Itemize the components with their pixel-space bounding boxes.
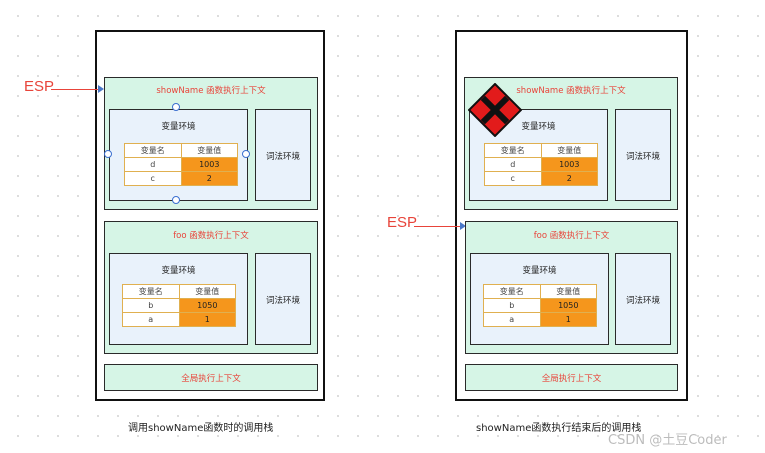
var-value-cell: 2 [540, 171, 598, 186]
right-foo-context: foo 函数执行上下文 变量环境 变量名 变量值 b 1050 a 1 词法环境 [465, 221, 678, 354]
variable-table: 变量名 变量值 b 1050 a 1 [483, 284, 597, 327]
selection-handle-right[interactable] [242, 150, 250, 158]
red-x-diamond-icon [468, 83, 522, 137]
variable-env-title: 变量环境 [521, 122, 556, 132]
left-esp-arrow-icon [98, 85, 104, 93]
var-value-cell: 1050 [539, 298, 597, 313]
left-caption: 调用showName函数时的调用栈 [128, 423, 274, 434]
table-header-value: 变量值 [180, 143, 238, 158]
left-esp-pointer-line [51, 89, 98, 90]
table-header-name: 变量名 [483, 284, 541, 299]
variable-env-title: 变量环境 [161, 122, 196, 132]
left-foo-lexical-env: 词法环境 [255, 253, 311, 345]
table-header-value: 变量值 [540, 143, 598, 158]
left-showname-lexical-env: 词法环境 [255, 109, 311, 201]
right-esp-pointer-line [414, 226, 460, 227]
var-value-cell: 2 [180, 171, 238, 186]
variable-env-title: 变量环境 [522, 266, 557, 276]
left-foo-context-title: foo 函数执行上下文 [173, 231, 249, 241]
table-header-name: 变量名 [484, 143, 542, 158]
right-showname-context-title: showName 函数执行上下文 [516, 86, 626, 96]
right-caption: showName函数执行结束后的调用栈 [476, 423, 642, 434]
right-global-context-title: 全局执行上下文 [541, 374, 602, 384]
var-name-cell: c [484, 171, 542, 186]
var-name-cell: a [483, 312, 541, 327]
left-global-context: 全局执行上下文 [104, 364, 318, 391]
var-name-cell: a [122, 312, 180, 327]
table-header-value: 变量值 [178, 284, 236, 299]
variable-table: 变量名 变量值 d 1003 c 2 [484, 143, 598, 186]
var-name-cell: b [483, 298, 541, 313]
left-showname-context: showName 函数执行上下文 变量环境 变量名 变量值 d 1003 c 2… [104, 77, 318, 210]
left-showname-variable-env[interactable]: 变量环境 变量名 变量值 d 1003 c 2 [109, 109, 248, 201]
left-showname-context-title: showName 函数执行上下文 [156, 86, 266, 96]
var-name-cell: b [122, 298, 180, 313]
right-foo-lexical-env: 词法环境 [615, 253, 671, 345]
variable-env-title: 变量环境 [161, 266, 196, 276]
right-esp-label: ESP [387, 214, 418, 231]
lexical-env-title: 词法环境 [265, 152, 300, 162]
table-header-name: 变量名 [122, 284, 180, 299]
selection-handle-left[interactable] [104, 150, 112, 158]
var-value-cell: 1 [539, 312, 597, 327]
selection-handle-top[interactable] [172, 103, 180, 111]
selection-handle-bottom[interactable] [172, 196, 180, 204]
table-header-value: 变量值 [539, 284, 597, 299]
right-foo-variable-env: 变量环境 变量名 变量值 b 1050 a 1 [470, 253, 609, 345]
left-foo-variable-env: 变量环境 变量名 变量值 b 1050 a 1 [109, 253, 248, 345]
var-value-cell: 1 [178, 312, 236, 327]
var-value-cell: 1003 [540, 157, 598, 172]
var-value-cell: 1050 [178, 298, 236, 313]
right-showname-lexical-env: 词法环境 [615, 109, 671, 201]
right-foo-context-title: foo 函数执行上下文 [533, 231, 610, 241]
left-global-context-title: 全局执行上下文 [181, 374, 241, 384]
var-value-cell: 1003 [180, 157, 238, 172]
csdn-watermark: CSDN @土豆Coder [608, 433, 727, 448]
var-name-cell: d [484, 157, 542, 172]
var-name-cell: c [124, 171, 182, 186]
variable-table: 变量名 变量值 d 1003 c 2 [124, 143, 238, 186]
right-global-context: 全局执行上下文 [465, 364, 678, 391]
left-foo-context: foo 函数执行上下文 变量环境 变量名 变量值 b 1050 a 1 词法环境 [104, 221, 318, 354]
var-name-cell: d [124, 157, 182, 172]
right-esp-arrow-icon [460, 222, 466, 230]
table-header-name: 变量名 [124, 143, 182, 158]
lexical-env-title: 词法环境 [625, 296, 660, 306]
left-esp-label: ESP [24, 78, 55, 95]
lexical-env-title: 词法环境 [265, 296, 300, 306]
lexical-env-title: 词法环境 [625, 152, 660, 162]
variable-table: 变量名 变量值 b 1050 a 1 [122, 284, 236, 327]
